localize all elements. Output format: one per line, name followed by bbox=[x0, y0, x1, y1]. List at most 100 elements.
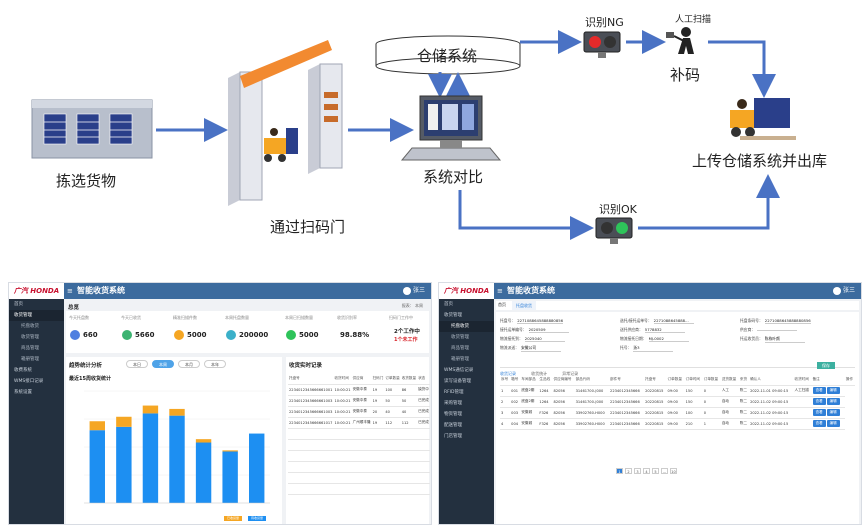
edit-button[interactable]: 编辑 bbox=[826, 398, 840, 405]
field-label: 供应商： bbox=[740, 327, 756, 332]
user-menu[interactable]: 张三 bbox=[402, 283, 425, 299]
check-icon bbox=[286, 330, 296, 340]
sidebar-item[interactable]: 收货管理 bbox=[444, 313, 462, 318]
field-label: 托盘号： bbox=[500, 318, 516, 323]
bar-received[interactable] bbox=[116, 426, 132, 503]
table-cell: 0 bbox=[702, 385, 721, 397]
table-cell: 20 bbox=[371, 406, 385, 418]
sidebar-item[interactable]: 收费系统 bbox=[14, 368, 32, 373]
report-range-select[interactable]: 报表： 本周 bbox=[401, 303, 423, 308]
sidebar-item[interactable]: 箱册管理 bbox=[21, 357, 39, 362]
view-button[interactable]: 查看 bbox=[812, 398, 826, 405]
menu-icon[interactable]: ≡ bbox=[67, 287, 73, 295]
bar-pending[interactable] bbox=[142, 405, 159, 414]
sub-tab[interactable]: 异常记录 bbox=[562, 371, 579, 376]
edit-button[interactable]: 编辑 bbox=[826, 387, 840, 394]
sidebar-item[interactable]: 门店管理 bbox=[444, 434, 462, 439]
sidebar-item[interactable]: 系统设置 bbox=[14, 390, 32, 395]
sidebar-item[interactable]: 收货管理 bbox=[451, 335, 469, 340]
bar-received[interactable] bbox=[142, 413, 159, 503]
sidebar-item[interactable]: WMS通信记录 bbox=[444, 368, 474, 373]
tab-day[interactable]: 本日 bbox=[126, 360, 148, 368]
save-button[interactable]: 保存 bbox=[817, 362, 835, 369]
table-cell: 2234012345666661017 bbox=[288, 417, 334, 429]
sidebar-item[interactable]: 读写设备管理 bbox=[444, 379, 471, 384]
bar-received[interactable] bbox=[169, 415, 185, 503]
tab-pallet-receive[interactable]: 托盘收货 bbox=[512, 301, 536, 310]
sidebar-item[interactable]: RFID管理 bbox=[444, 390, 464, 395]
field-input[interactable]: 2271088645888880856 bbox=[517, 318, 564, 324]
bar-pending[interactable] bbox=[195, 439, 212, 443]
view-button[interactable]: 查看 bbox=[812, 387, 826, 394]
field-input[interactable]: MJ-0002 bbox=[648, 336, 689, 342]
field-input[interactable]: 安徽公司 bbox=[520, 345, 561, 352]
bar-received[interactable] bbox=[195, 442, 212, 503]
sub-tab[interactable]: 收货记录 bbox=[500, 371, 516, 376]
user-menu[interactable]: 张三 bbox=[832, 283, 855, 299]
sidebar-item[interactable]: 箱册管理 bbox=[451, 357, 469, 362]
sidebar-item[interactable]: 首页 bbox=[444, 302, 453, 307]
tab-month[interactable]: 本月 bbox=[178, 360, 200, 368]
edit-button[interactable]: 编辑 bbox=[826, 420, 840, 427]
bar-received[interactable] bbox=[222, 451, 238, 503]
bar-received[interactable] bbox=[89, 430, 105, 503]
sidebar-item[interactable]: 采购管理 bbox=[444, 401, 462, 406]
sidebar-item[interactable]: WMS接口记录 bbox=[14, 379, 44, 384]
sidebar-item[interactable]: 商品管理 bbox=[451, 346, 469, 351]
bar-pending[interactable] bbox=[89, 421, 105, 431]
table-cell: 112 bbox=[400, 417, 418, 429]
process-flow-diagram: 通过扫码门 拣选货物 仓储系统 系统对比 bbox=[31, 13, 827, 244]
tab-week[interactable]: 本周 bbox=[152, 360, 174, 368]
page-button[interactable]: ... bbox=[661, 468, 668, 474]
field-label: 物流接托到： bbox=[500, 336, 523, 341]
page-button[interactable]: 5 bbox=[652, 468, 659, 474]
sidebar-item[interactable]: 首页 bbox=[14, 302, 23, 307]
field-input[interactable] bbox=[757, 330, 798, 331]
sidebar-item[interactable]: 托盘收货 bbox=[21, 324, 39, 329]
view-button[interactable]: 查看 bbox=[812, 409, 826, 416]
bar-pending[interactable] bbox=[116, 416, 132, 427]
menu-icon[interactable]: ≡ bbox=[497, 287, 503, 295]
tab-home[interactable]: 首页 bbox=[498, 302, 506, 307]
field-input[interactable]: 5778832 bbox=[644, 327, 685, 333]
sidebar-item[interactable]: 托盘收货 bbox=[439, 321, 494, 332]
sidebar-item[interactable]: 收货管理 bbox=[9, 310, 64, 321]
page-button[interactable]: 2 bbox=[625, 468, 632, 474]
user-name: 张三 bbox=[412, 287, 425, 294]
page-button[interactable]: 10 bbox=[670, 468, 677, 474]
kpi-card: 精准扫描件数 5000 bbox=[170, 311, 222, 353]
sub-tab[interactable]: 收货统计 bbox=[531, 371, 548, 376]
view-button[interactable]: 查看 bbox=[812, 420, 826, 427]
field-input[interactable]: 2271088645888880856 bbox=[764, 318, 811, 324]
table-cell: 陈二 bbox=[738, 407, 750, 419]
sidebar-item[interactable]: 收货管理 bbox=[21, 335, 39, 340]
records-panel: 收货实时记录 托盘号 收货时间 供应商 扫码门 订单数量 收货数量 状态 223… bbox=[286, 357, 430, 524]
bar-pending[interactable] bbox=[169, 408, 185, 416]
field-input[interactable]: 2025040 bbox=[524, 336, 565, 342]
page-button[interactable]: 1 bbox=[616, 468, 623, 474]
field-label: 选托/接托运单号： bbox=[620, 318, 652, 323]
page-button[interactable]: 4 bbox=[643, 468, 650, 474]
edit-button[interactable]: 编辑 bbox=[826, 409, 840, 416]
field-input[interactable]: 陈栋叶颜 bbox=[764, 336, 805, 343]
sidebar-item[interactable]: 物资管理 bbox=[444, 412, 462, 417]
table-cell bbox=[288, 472, 334, 484]
field-input[interactable]: 浙3 bbox=[633, 345, 674, 352]
field-input[interactable]: 2020509 bbox=[528, 327, 569, 333]
gate-working: 2个工作中 bbox=[394, 329, 420, 335]
bar-pending[interactable] bbox=[222, 450, 238, 452]
tab-year[interactable]: 本年 bbox=[204, 360, 226, 368]
page-button[interactable]: 3 bbox=[634, 468, 641, 474]
field-input[interactable]: 2271088645888... bbox=[653, 318, 694, 324]
sidebar-item[interactable]: 配送管理 bbox=[444, 423, 462, 428]
bar-received[interactable] bbox=[249, 433, 265, 503]
sidebar-item[interactable]: 商品管理 bbox=[21, 346, 39, 351]
